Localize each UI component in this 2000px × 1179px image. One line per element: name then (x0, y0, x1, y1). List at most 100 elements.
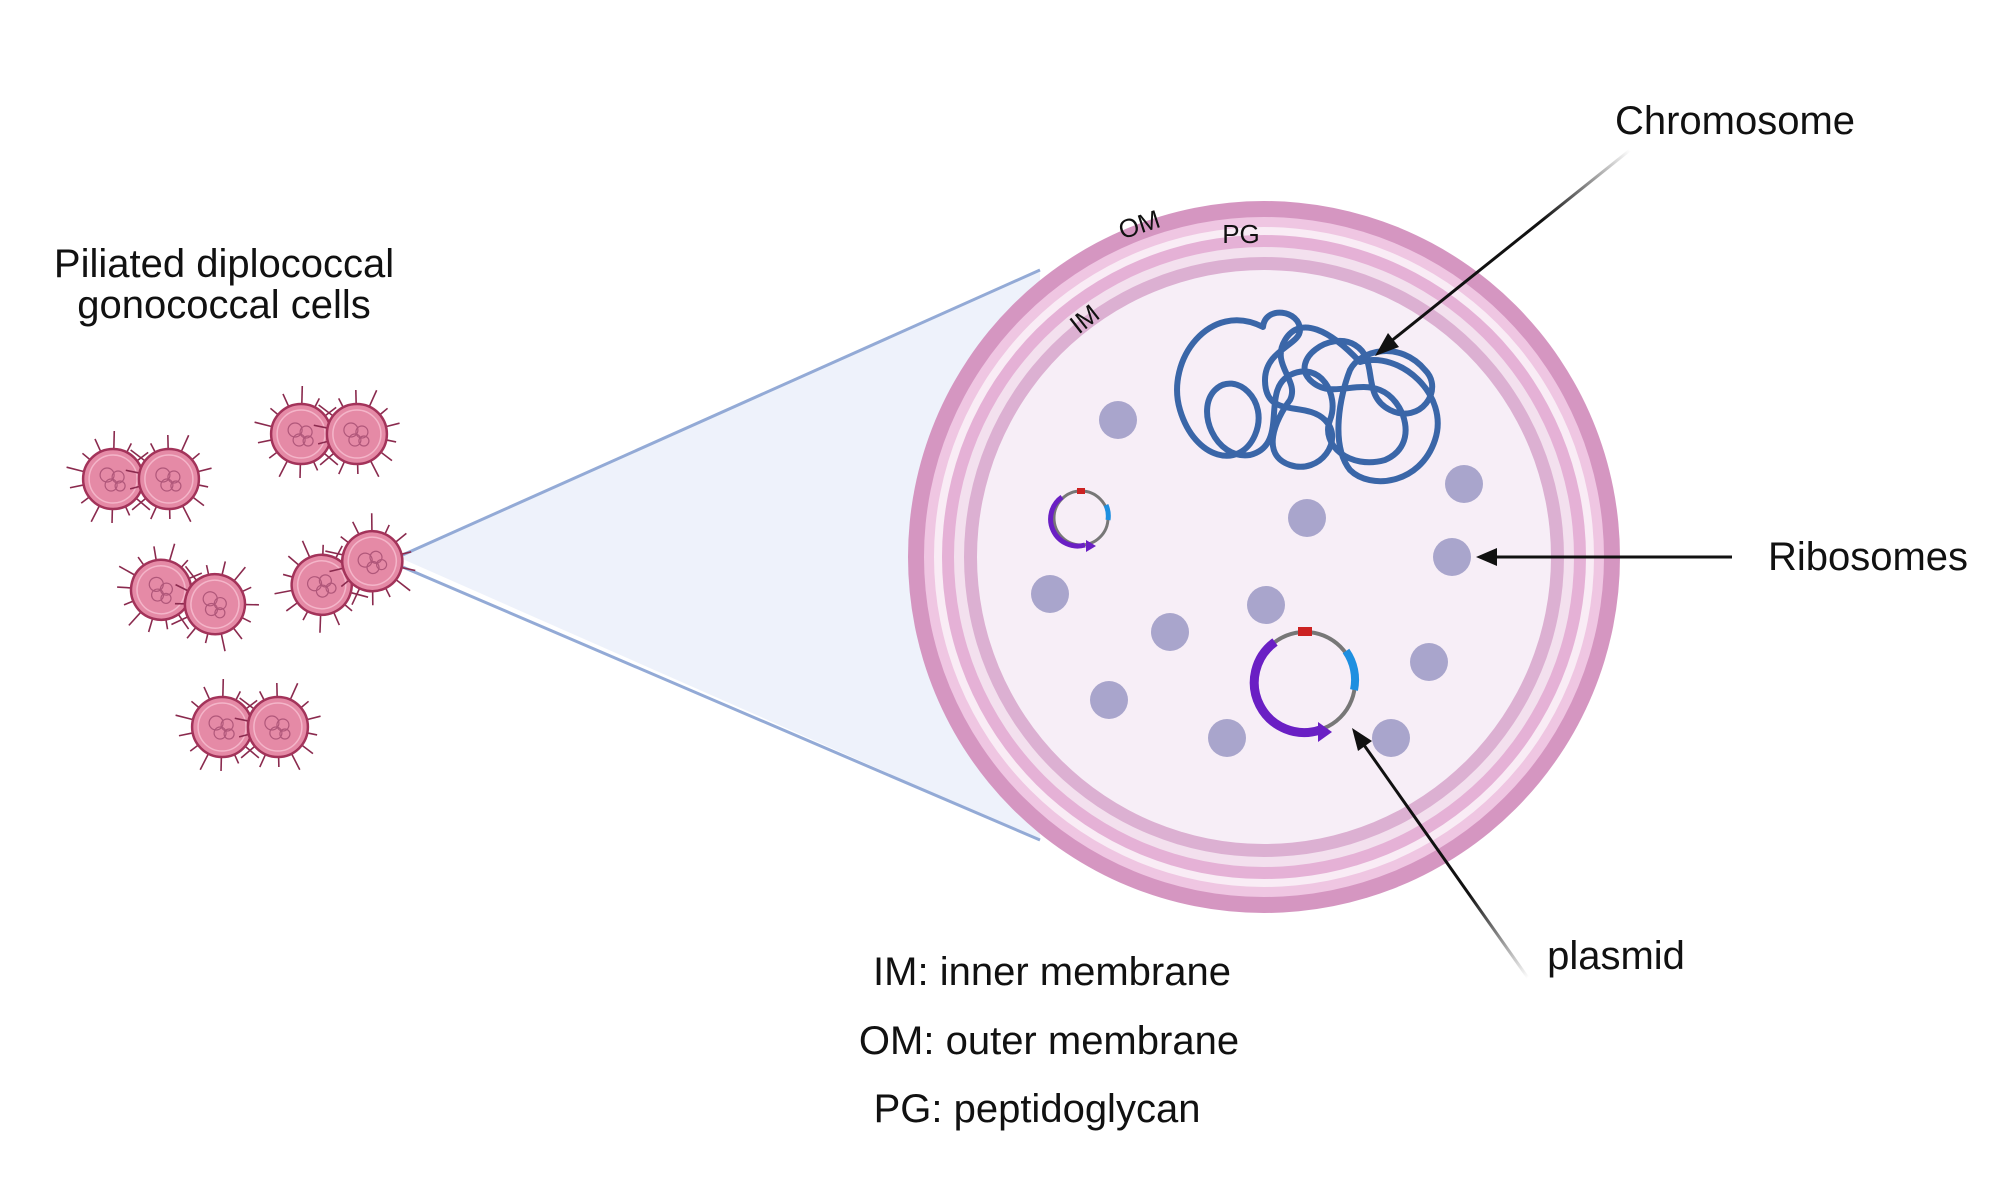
pilus (80, 496, 90, 504)
pilus (123, 600, 134, 606)
nucleoid-loop (223, 728, 235, 740)
pilus (380, 451, 393, 462)
chromosome-arrowhead (1375, 333, 1399, 356)
nucleoid-loop (214, 607, 226, 619)
pilus (90, 505, 101, 523)
pilus (244, 745, 260, 759)
nucleoid-loop (114, 480, 126, 492)
ribosomes-arrowhead (1476, 548, 1497, 566)
pilus (137, 556, 145, 566)
pilus (66, 466, 85, 473)
plasmid-large-arrowhead (1318, 722, 1332, 742)
pilus (317, 440, 329, 445)
pilus (117, 586, 132, 589)
pilus (175, 583, 189, 592)
pilus (329, 567, 344, 573)
nucleoid-loop (306, 576, 323, 592)
pilus (384, 524, 390, 535)
ribosome (1410, 643, 1448, 681)
pilus (233, 754, 240, 764)
chromosome-arrow-line (1389, 148, 1631, 344)
pilus (136, 451, 149, 462)
plasmid-large-accent (1342, 648, 1360, 691)
nucleoid-loop (318, 574, 333, 588)
nucleoid-loop (111, 470, 125, 484)
pilus (285, 601, 299, 612)
pilus (220, 633, 226, 652)
nucleoid-loop (202, 591, 218, 607)
plasmid-arrow-line (1362, 744, 1530, 979)
nucleoid-loop (155, 467, 171, 483)
pilus (351, 588, 361, 606)
pilus (94, 438, 102, 452)
ribosome (1208, 719, 1246, 757)
nucleoid-loop (325, 582, 337, 594)
pilus (239, 697, 255, 710)
coccus-cell-inner (197, 702, 247, 752)
ribosome (1247, 586, 1285, 624)
diplococcus (274, 513, 416, 633)
pilus (313, 424, 328, 429)
pilus (241, 586, 252, 593)
pilus (125, 469, 140, 474)
pilus (369, 460, 380, 478)
nucleoid-loop (148, 576, 164, 592)
nucleoid-loop (358, 435, 370, 447)
nucleoid-loop (159, 582, 173, 596)
nucleoid-loop (269, 726, 283, 740)
pilus (258, 691, 265, 701)
pilus (118, 565, 136, 576)
pilus (238, 733, 250, 738)
nucleoid-loop (208, 715, 224, 731)
nucleoid-loop (99, 467, 115, 483)
nucleoid-loop (348, 433, 362, 447)
pilus (289, 682, 299, 700)
legend-pg: PG: peptidoglycan (874, 1087, 1201, 1131)
nucleoid-loop (287, 422, 303, 438)
pilus (131, 497, 147, 511)
pilus (371, 591, 374, 606)
pilus (306, 715, 321, 721)
pilus (257, 439, 272, 444)
pilus (126, 443, 133, 453)
pilus (259, 754, 267, 768)
pilus (191, 452, 201, 461)
plasmid-small-marker (1077, 488, 1085, 494)
ribosomes-label: Ribosomes (1768, 535, 1968, 579)
pilus (186, 626, 197, 639)
pilus (352, 521, 360, 535)
ribosome (1099, 401, 1137, 439)
pilus (307, 732, 318, 736)
pilus (174, 602, 185, 605)
nucleoid-loop (150, 588, 165, 602)
pilus (301, 744, 314, 755)
pilus (180, 559, 189, 569)
nucleoid-loop (375, 558, 388, 571)
pilus (135, 497, 151, 511)
pilus (244, 603, 259, 606)
pilus (319, 614, 322, 633)
pilus (192, 496, 205, 507)
pilus (337, 398, 344, 408)
diplococcus (117, 543, 259, 652)
nucleoid-loop (167, 470, 181, 484)
zoom-line-top (397, 268, 1041, 559)
plasmid-arrowhead (1352, 728, 1372, 751)
pilus (274, 589, 293, 595)
coccus-cell-inner (136, 565, 186, 615)
diplococcus (254, 385, 400, 479)
pilus (282, 573, 293, 578)
nucleoid-loop (355, 425, 369, 439)
ribosome (1433, 538, 1471, 576)
pilus (395, 579, 411, 592)
nucleoid-loop (213, 726, 227, 740)
plasmid-label: plasmid (1547, 934, 1685, 978)
pilus (287, 555, 300, 566)
coccus-cell-inner (332, 409, 382, 459)
pilus (130, 449, 146, 462)
pilus (235, 691, 242, 701)
pilus (319, 452, 335, 466)
pilus (181, 505, 192, 523)
pilus (302, 610, 309, 621)
plasmid-small-arrowhead (1086, 540, 1096, 552)
